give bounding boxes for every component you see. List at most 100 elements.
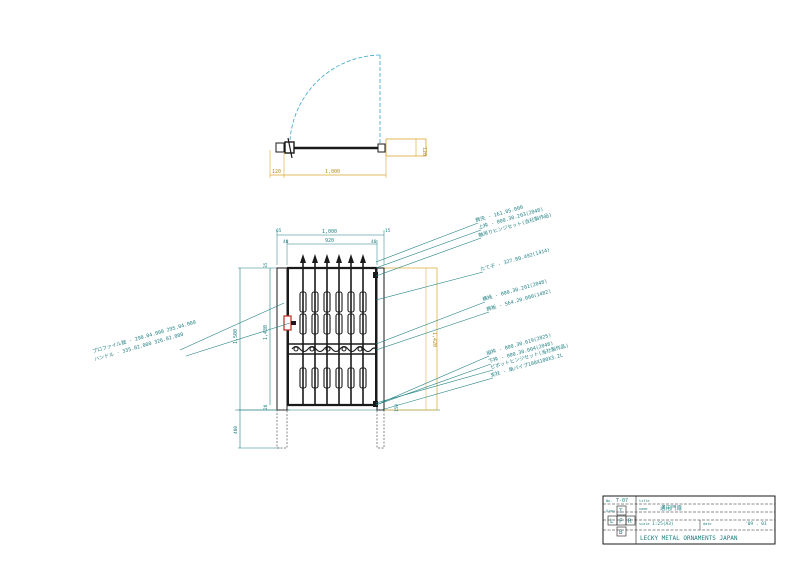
leader-line bbox=[375, 363, 492, 406]
plan-view: 120 120 1,000 bbox=[269, 54, 427, 178]
tb-company: LECKY METAL ORNAMENTS JAPAN bbox=[640, 535, 738, 542]
picket-collar bbox=[311, 291, 319, 313]
dim-left-20: 20 bbox=[263, 404, 269, 410]
elevation-view: 1,000 920 40 40 65 15 1,500 1,430 35 20 … bbox=[92, 204, 570, 449]
picket-collar bbox=[323, 367, 331, 389]
scroll-curl-3 bbox=[325, 346, 331, 352]
right-dim-box bbox=[383, 267, 438, 411]
dim-top-920: 920 bbox=[325, 238, 334, 244]
top-hinge bbox=[373, 272, 378, 278]
leader-line bbox=[375, 229, 482, 269]
left-post-footing bbox=[276, 409, 288, 449]
picket-collar bbox=[335, 313, 343, 335]
spear-finial bbox=[336, 254, 342, 263]
pickets bbox=[299, 254, 367, 405]
door-swing-arc bbox=[289, 54, 381, 141]
tb-view-label: View bbox=[606, 509, 615, 513]
scroll-curl-5 bbox=[357, 346, 363, 352]
side-dim-box bbox=[385, 138, 427, 157]
picket-collar bbox=[359, 291, 367, 313]
callout-label: たて子 - 327.80.492(1414) bbox=[480, 246, 551, 273]
tb-no: T-07 bbox=[616, 498, 628, 504]
spear-finial bbox=[348, 254, 354, 263]
tb-view-l: L bbox=[610, 518, 614, 525]
plan-dim-total: 1,000 bbox=[325, 169, 340, 175]
tb-title-label: title bbox=[639, 499, 650, 503]
lock-handle bbox=[291, 321, 296, 325]
tb-view-t-box bbox=[616, 505, 627, 516]
tb-view-r-box bbox=[625, 515, 636, 526]
plan-dim-post: 120 bbox=[272, 169, 281, 175]
side-dim-label: 120 bbox=[421, 147, 427, 156]
leader-line bbox=[380, 377, 494, 411]
tb-view-t: T bbox=[619, 508, 623, 515]
picket-collar bbox=[335, 291, 343, 313]
scroll-curl-1 bbox=[293, 346, 299, 352]
dim-top-40-right: 40 bbox=[371, 239, 377, 245]
tb-view-b-box bbox=[616, 526, 627, 537]
spear-finial bbox=[324, 254, 330, 263]
picket-collar bbox=[311, 367, 319, 389]
spear-finial bbox=[300, 254, 306, 263]
leader-lock bbox=[179, 302, 285, 351]
leaders-right bbox=[375, 222, 494, 411]
picket-collar bbox=[347, 367, 355, 389]
picket-collar bbox=[323, 291, 331, 313]
dim-left-1500: 1,500 bbox=[233, 329, 239, 344]
tb-no-label: No. bbox=[606, 499, 612, 503]
tb-scale: 1:25(A3) bbox=[652, 521, 674, 527]
dim-top-1000: 1,000 bbox=[322, 229, 337, 235]
right-post bbox=[376, 267, 385, 411]
left-post-plan bbox=[275, 142, 285, 153]
gate-leaf bbox=[287, 266, 377, 407]
dim-right-1420: 1,420 bbox=[431, 332, 437, 347]
tb-date-label: date bbox=[703, 522, 711, 526]
dim-left-35: 35 bbox=[263, 262, 269, 268]
dim-left-1430: 1,430 bbox=[263, 325, 269, 340]
tb-name: 通用門扉 bbox=[660, 504, 683, 512]
scroll-curl-4 bbox=[341, 346, 347, 352]
dim-right-150: 150 bbox=[394, 404, 400, 412]
left-post bbox=[276, 267, 288, 411]
scroll-panel bbox=[291, 345, 377, 353]
leader-handle bbox=[185, 322, 291, 357]
tb-name-label: name bbox=[639, 507, 647, 511]
picket-collar bbox=[347, 291, 355, 313]
tb-view-f: F bbox=[619, 518, 623, 525]
spear-finial bbox=[312, 254, 318, 263]
callouts-left: プロファイル錠 - 290.04.000 295.04.000 ハンドル - 3… bbox=[92, 319, 197, 363]
scroll-curl-2 bbox=[309, 346, 315, 352]
leader-line bbox=[375, 369, 494, 404]
tb-date: '09 . 01 bbox=[745, 521, 767, 527]
leader-line bbox=[375, 271, 484, 301]
picket-collar bbox=[335, 367, 343, 389]
spear-finial bbox=[360, 254, 366, 263]
tb-view-r: R bbox=[628, 518, 632, 525]
dim-top-65-left: 65 bbox=[276, 228, 282, 234]
leader-line bbox=[375, 355, 490, 406]
picket-collar bbox=[359, 367, 367, 389]
picket-collar bbox=[359, 313, 367, 335]
tb-scale-label: scale bbox=[639, 522, 650, 526]
picket-collar bbox=[347, 313, 355, 335]
leader-line bbox=[375, 311, 490, 351]
leader-line bbox=[375, 222, 479, 263]
picket-collar bbox=[299, 313, 307, 335]
dim-left-400: 400 bbox=[233, 426, 239, 434]
picket-collar bbox=[299, 291, 307, 313]
pivot-hinge bbox=[373, 401, 378, 407]
picket-collar bbox=[299, 367, 307, 389]
dim-top-40-left: 40 bbox=[283, 239, 289, 245]
dim-top-15-right: 15 bbox=[385, 228, 391, 234]
leader-line bbox=[375, 237, 482, 277]
leader-line bbox=[375, 301, 486, 345]
title-block: No. T-07 title name 通用門扉 scale 1:25(A3) … bbox=[602, 495, 776, 545]
hinge-detail bbox=[287, 137, 293, 159]
right-post-footing bbox=[376, 409, 385, 449]
picket-collar bbox=[311, 313, 319, 335]
scroll-wave bbox=[291, 345, 377, 353]
picket-collar bbox=[323, 313, 331, 335]
tb-view-b: B bbox=[619, 529, 623, 536]
